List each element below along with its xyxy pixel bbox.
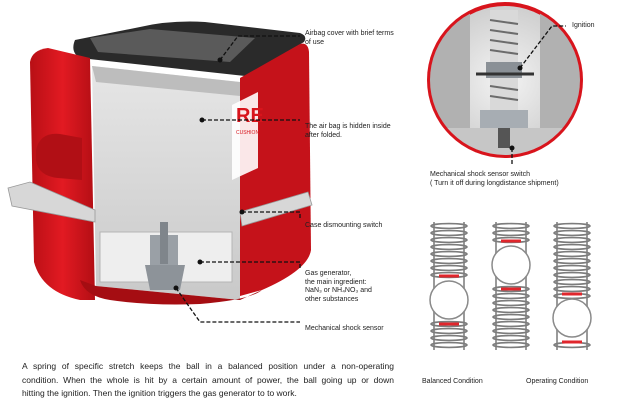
gas-generator-line2: the main ingredient: xyxy=(305,278,367,286)
spring-coil xyxy=(553,257,591,265)
spring-coil xyxy=(492,299,530,307)
contact-marker xyxy=(562,292,582,296)
spring-coil xyxy=(553,229,591,237)
sensor-switch-note: ( Turn it off during longdistance shipme… xyxy=(430,179,559,187)
spring-coil xyxy=(430,264,468,272)
case-base xyxy=(80,280,262,305)
gas-generator-line4: other substances xyxy=(305,295,359,303)
label-airbag-cover: Airbag cover with brief terms of use xyxy=(305,30,394,46)
spring-coil xyxy=(430,341,468,349)
spring-coil xyxy=(430,327,468,335)
spring-coil xyxy=(553,264,591,272)
label-case-switch: Case dismounting switch xyxy=(305,222,383,229)
callout-line-switch xyxy=(242,211,301,218)
cover-label-panel xyxy=(90,29,255,62)
spring-coil xyxy=(553,250,591,258)
spring-coil xyxy=(492,341,530,349)
spring-coil xyxy=(430,250,468,258)
callout-lines xyxy=(175,35,301,323)
spring-coil xyxy=(553,285,591,293)
sensor-ball xyxy=(491,245,531,285)
spring-coil xyxy=(553,278,591,286)
gas-generator-title: Gas generator, xyxy=(305,270,352,277)
spring-coil xyxy=(430,320,468,328)
contact-marker xyxy=(439,274,459,278)
airbag-case xyxy=(7,21,313,305)
sensor-zoom-view xyxy=(427,2,583,158)
shock-sensor-rod xyxy=(160,222,168,264)
box-logo-sub: CUSHION xyxy=(236,130,259,136)
spring-coil xyxy=(553,222,591,230)
spring-coil xyxy=(492,285,530,293)
spring-coil xyxy=(430,257,468,265)
spring-coil xyxy=(430,222,468,230)
contact-marker xyxy=(501,239,521,243)
callout-dots xyxy=(173,57,245,291)
label-sensor-switch: Mechanical shock sensor switch ( Turn it… xyxy=(430,171,615,188)
sensor-ball xyxy=(552,298,592,338)
case-handle xyxy=(36,133,82,180)
callout-line-ignition xyxy=(519,25,566,69)
spring-coil xyxy=(430,229,468,237)
label-ignition: Ignition xyxy=(572,22,595,29)
caption-line-3: hitting the ignition. Then the ignition … xyxy=(22,388,297,399)
sensor-switch-title: Mechanical shock sensor switch xyxy=(430,171,530,178)
spring-coil xyxy=(430,236,468,244)
gas-generator-line3: NaN₃ or NH₄NO₃ and xyxy=(305,287,372,294)
spring-conditions xyxy=(429,222,592,350)
callout-line-gas xyxy=(200,261,301,268)
case-strap-right xyxy=(239,191,313,227)
label-shock-sensor: Mechanical shock sensor xyxy=(305,325,384,332)
spring-coil xyxy=(492,292,530,300)
spring-coil xyxy=(492,327,530,335)
label-balanced-condition: Balanced Condition xyxy=(422,378,483,385)
spring-coil xyxy=(492,229,530,237)
box-logo-letters: RE xyxy=(236,105,264,127)
contact-marker xyxy=(439,322,459,326)
sensor-ball xyxy=(429,280,469,320)
spring-coil xyxy=(430,243,468,251)
label-gas-generator: Gas generator, the main ingredient: NaN₃… xyxy=(305,270,400,304)
spring-coil xyxy=(492,320,530,328)
spring-coil xyxy=(492,306,530,314)
spring-coil xyxy=(492,313,530,321)
callout-line-sensor xyxy=(175,287,300,323)
label-airbag-hidden: The air bag is hidden inside after folde… xyxy=(305,123,391,139)
spring-coil xyxy=(430,334,468,342)
label-operating-condition: Operating Condition xyxy=(526,378,589,385)
caption-line-1: A spring of specific stretch keeps the b… xyxy=(22,361,394,371)
spring-coil xyxy=(553,271,591,279)
description-caption: A spring of specific stretch keeps the b… xyxy=(22,360,394,401)
contact-marker xyxy=(501,287,521,291)
spring-coil xyxy=(553,243,591,251)
spring-coil xyxy=(492,222,530,230)
spring-coil xyxy=(553,236,591,244)
spring-coil xyxy=(492,334,530,342)
contact-marker xyxy=(562,340,582,344)
logo-panel xyxy=(232,92,258,180)
case-strap-left xyxy=(7,181,96,223)
caption-line-2: condition. When the whole is hit by a ce… xyxy=(22,374,394,385)
callout-line-cover xyxy=(219,35,300,61)
